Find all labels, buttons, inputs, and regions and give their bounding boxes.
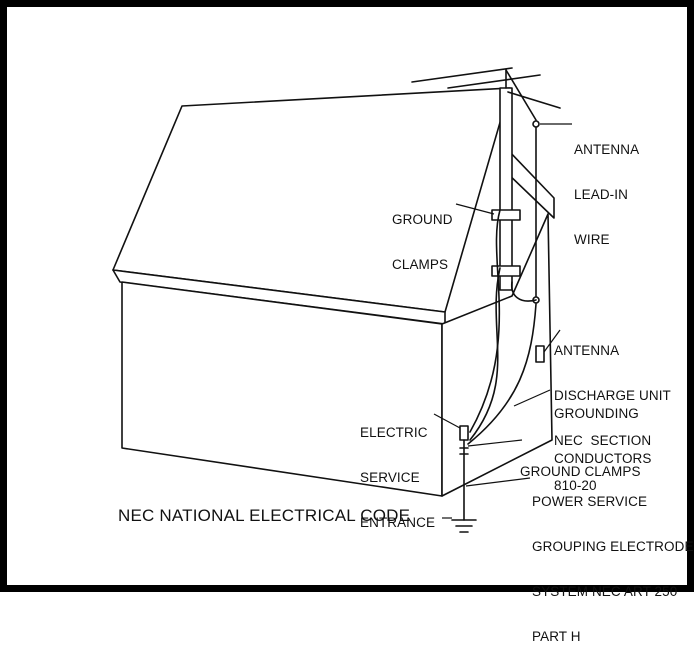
roof-overhang <box>505 147 555 219</box>
label-electric-service-entrance: ELECTRIC SERVICE ENTRANCE <box>360 425 436 530</box>
label-grounding-conductors: GROUNDING CONDUCTORS <box>554 406 652 466</box>
label-antenna-lead-in: ANTENNA LEAD-IN WIRE <box>574 142 640 247</box>
leader-discharge <box>543 329 561 353</box>
antenna-discharge-unit <box>535 345 545 363</box>
grounding-conductor-1 <box>469 209 501 433</box>
label-ground-clamps-top: GROUND CLAMPS <box>392 212 453 272</box>
grounding-conductor-2 <box>469 267 501 441</box>
label-antenna-discharge-unit: ANTENNA DISCHARGE UNIT NEC SECTION 810-2… <box>554 343 671 493</box>
label-nec-code: NEC NATIONAL ELECTRICAL CODE <box>118 506 411 525</box>
leader-electric-service <box>433 413 461 429</box>
antenna-mast <box>499 87 513 291</box>
leader-power-service <box>465 477 531 487</box>
leader-grounding-conductors <box>513 389 551 407</box>
electric-service-entrance <box>459 425 469 441</box>
label-ground-clamps-bottom: GROUND CLAMPS <box>520 464 641 479</box>
lead-in-top-terminal <box>532 120 540 128</box>
ground-clamp-upper <box>491 209 521 221</box>
ground-symbol <box>451 519 477 533</box>
antenna <box>411 67 561 121</box>
label-power-service: POWER SERVICE GROUPING ELECTRODE SYSTEM … <box>532 494 694 644</box>
leader-ground-clamps-bottom <box>467 439 523 447</box>
leader-ground-clamps-top <box>455 203 495 215</box>
grounding-conductor-3 <box>467 303 537 445</box>
ground-clamp-lower <box>491 265 521 277</box>
house-grounding-diagram <box>112 67 572 533</box>
